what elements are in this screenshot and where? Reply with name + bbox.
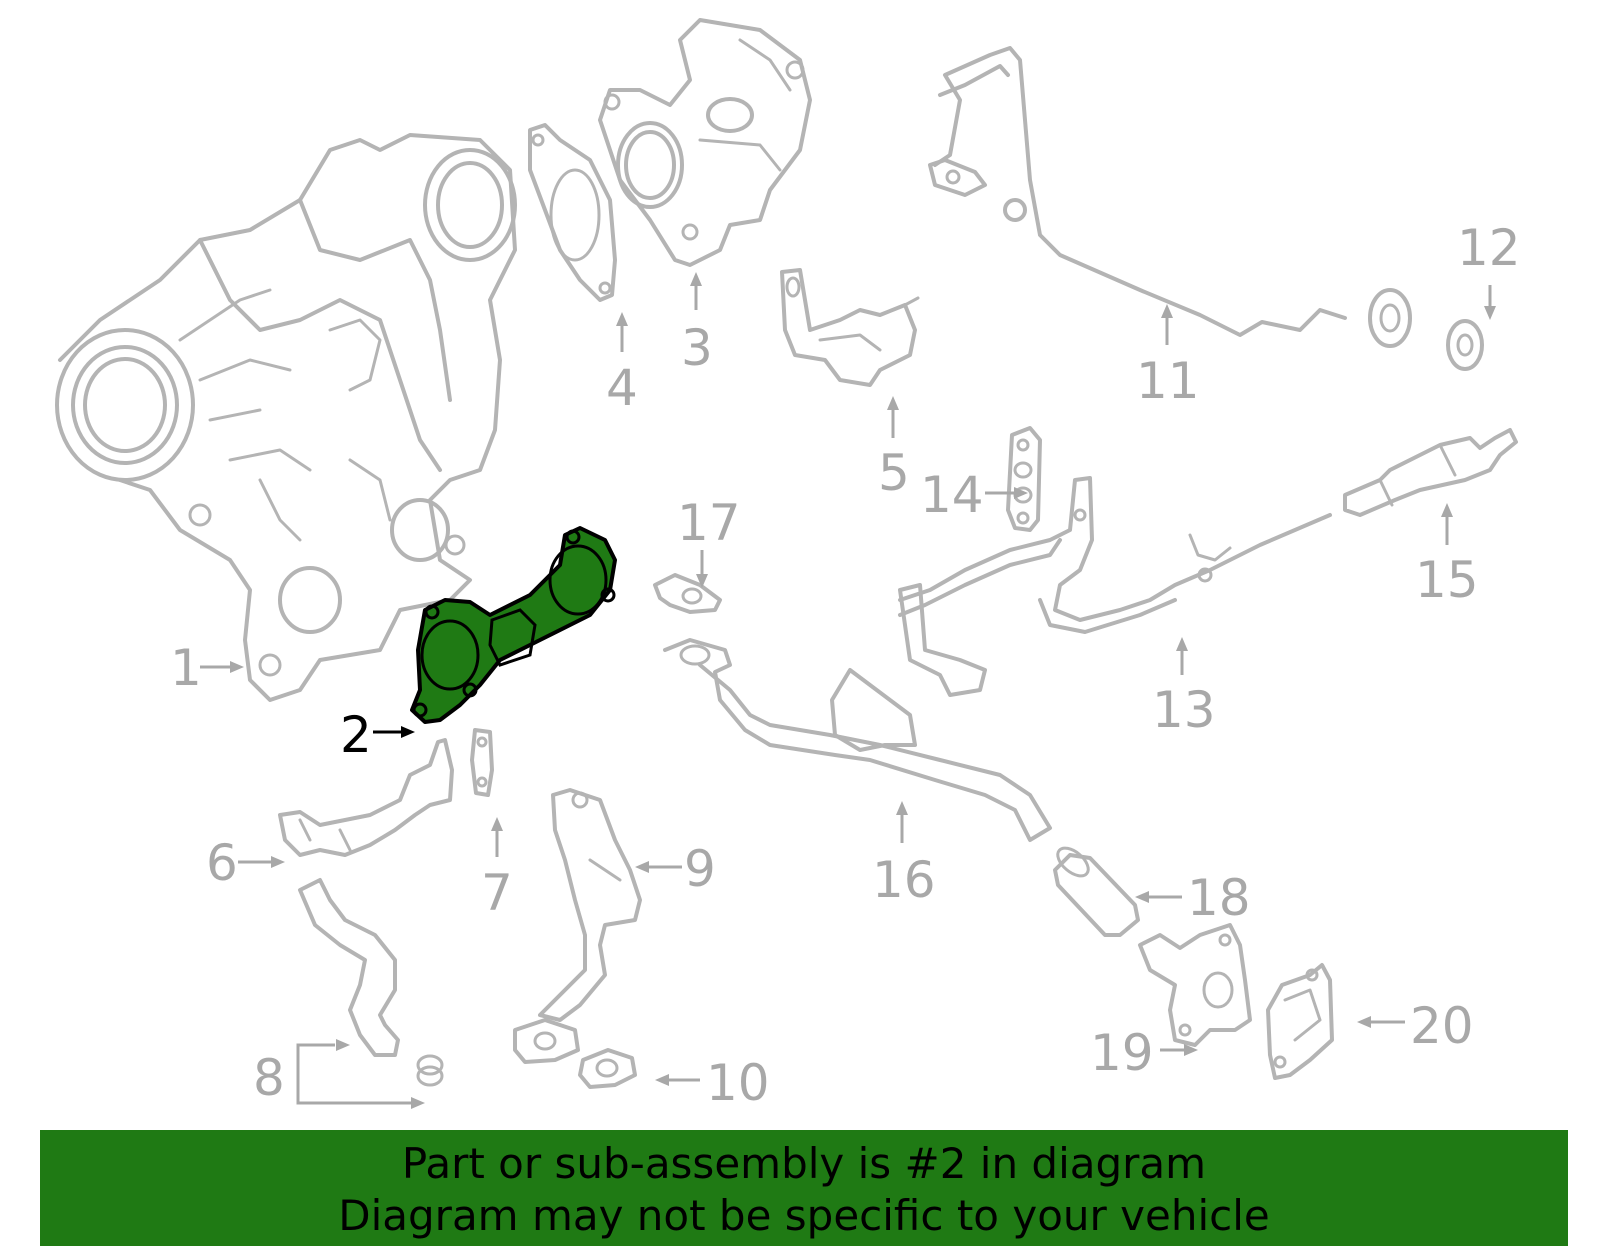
- callout-19[interactable]: 19: [1090, 1024, 1154, 1082]
- callout-16[interactable]: 16: [872, 851, 936, 909]
- banner-line-part-info: Part or sub-assembly is #2 in diagram: [401, 1139, 1207, 1188]
- part-20-plate[interactable]: [1266, 963, 1334, 1080]
- part-8-hose-and-clamp[interactable]: [298, 878, 444, 1087]
- callout-13[interactable]: 13: [1152, 681, 1216, 739]
- callout-20[interactable]: 20: [1410, 997, 1474, 1055]
- callout-12[interactable]: 12: [1457, 219, 1521, 277]
- part-13-pipe-assembly[interactable]: [898, 476, 1332, 697]
- callout-1[interactable]: 1: [170, 639, 202, 697]
- part-16-long-pipe[interactable]: [663, 638, 1052, 842]
- part-5-bracket[interactable]: [780, 268, 920, 387]
- callout-6[interactable]: 6: [206, 834, 238, 892]
- part-9-pipe-bracket[interactable]: [538, 788, 642, 1022]
- part-15-pipe-sleeve[interactable]: [1343, 428, 1518, 517]
- callout-15[interactable]: 15: [1415, 551, 1479, 609]
- part-17-small-bracket[interactable]: [653, 573, 722, 614]
- callout-11[interactable]: 11: [1136, 352, 1200, 410]
- callout-4[interactable]: 4: [606, 359, 638, 417]
- part-14-gasket[interactable]: [1006, 426, 1042, 532]
- part-3-valve-housing[interactable]: [598, 18, 812, 267]
- part-6-sensor-pipe[interactable]: [278, 738, 454, 857]
- callout-10[interactable]: 10: [706, 1054, 770, 1112]
- part-2-gasket-highlighted[interactable]: [410, 526, 617, 724]
- part-12-washer[interactable]: [1446, 319, 1484, 371]
- banner-line-disclaimer: Diagram may not be specific to your vehi…: [338, 1191, 1270, 1240]
- part-4-gasket[interactable]: [528, 123, 617, 302]
- part-1-turbocharger[interactable]: [55, 133, 517, 702]
- callout-7[interactable]: 7: [481, 864, 513, 922]
- part-19-housing[interactable]: [1138, 923, 1252, 1047]
- callout-17[interactable]: 17: [677, 494, 741, 552]
- callout-14[interactable]: 14: [920, 466, 984, 524]
- callout-numbers: 1 2 3 4 5 6 7 8 9 10 11 12 13 14 15 16 1…: [170, 219, 1521, 1112]
- part-11-line[interactable]: [928, 46, 1412, 348]
- callout-leaders: [200, 272, 1496, 1109]
- callout-8[interactable]: 8: [253, 1049, 285, 1107]
- part-10-flange-gasket[interactable]: [513, 1018, 637, 1089]
- callout-5[interactable]: 5: [878, 444, 910, 502]
- callout-3[interactable]: 3: [681, 319, 713, 377]
- info-banner: Part or sub-assembly is #2 in diagram Di…: [40, 1130, 1568, 1246]
- callout-2-highlighted[interactable]: 2: [340, 706, 372, 764]
- callout-18[interactable]: 18: [1187, 869, 1251, 927]
- part-7-gasket[interactable]: [470, 728, 494, 797]
- callout-9[interactable]: 9: [684, 840, 716, 898]
- part-18-sleeve[interactable]: [1053, 843, 1140, 937]
